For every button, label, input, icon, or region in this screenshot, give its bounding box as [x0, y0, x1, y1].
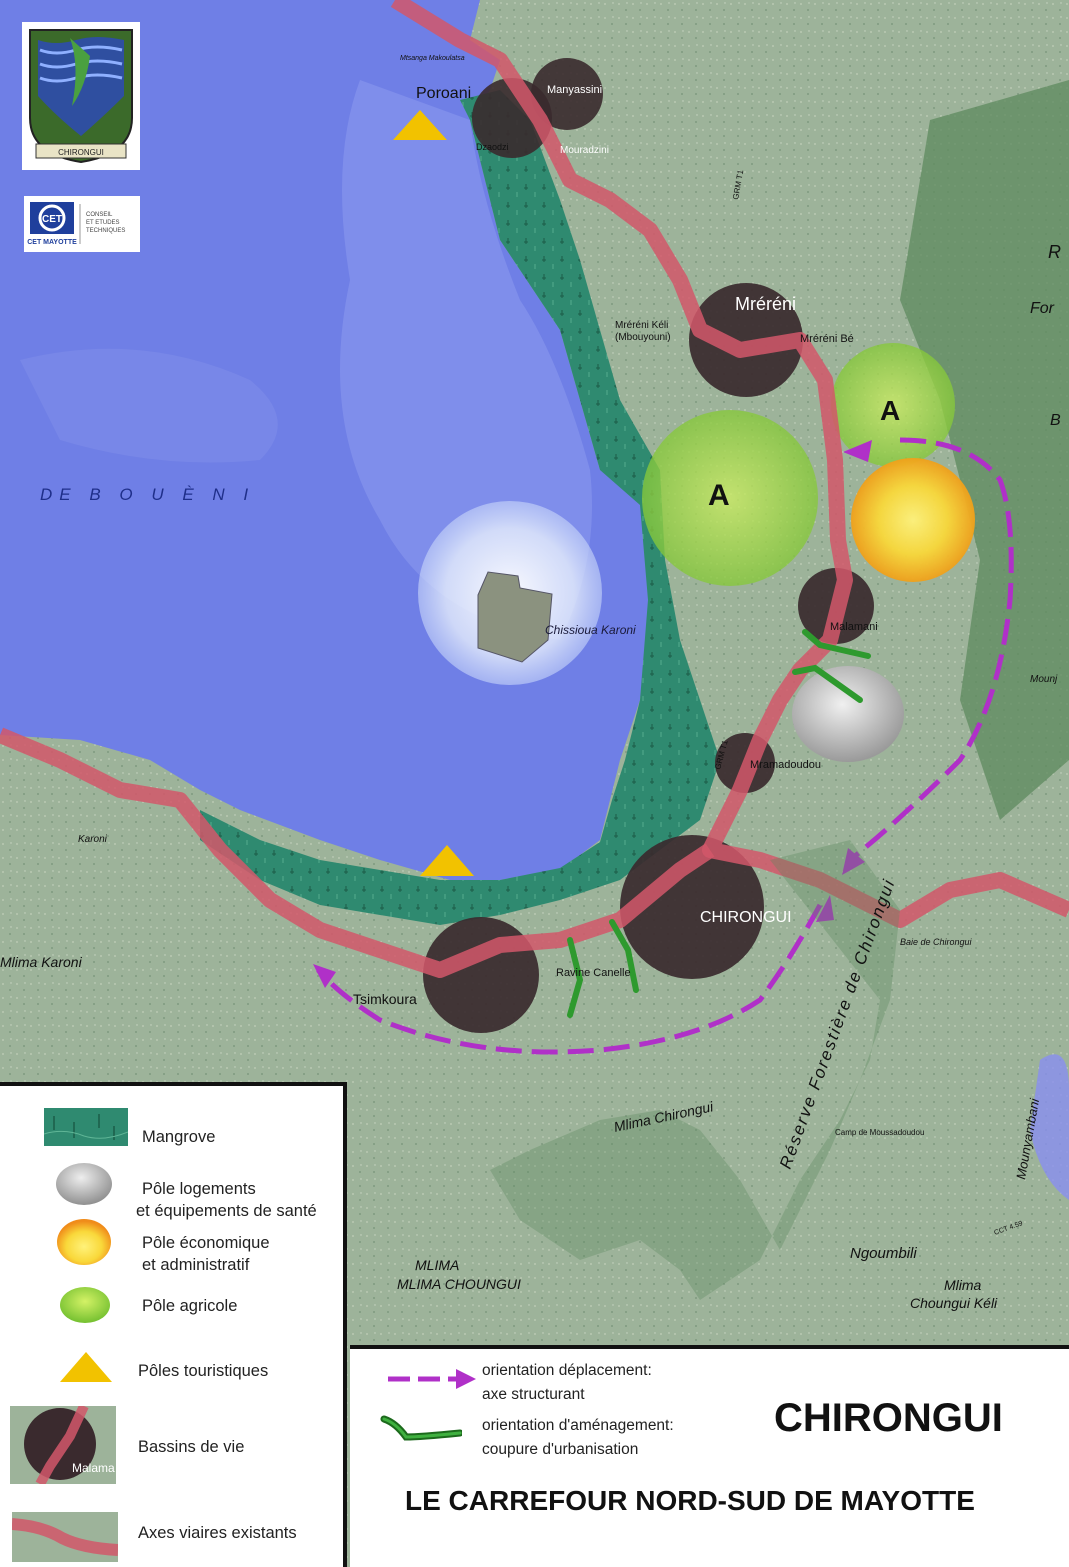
label-poroani: Poroani	[416, 85, 471, 102]
tourism-triangle-south	[420, 845, 474, 876]
legend-axes: Axes viaires existants	[138, 1524, 297, 1542]
label-camp: Camp de Moussadoudou	[835, 1128, 924, 1137]
bassin-de-vie-icon: Malama	[10, 1406, 116, 1484]
cet-name: CET MAYOTTE	[27, 239, 77, 246]
label-ravine-canelle: Ravine Canelle	[556, 967, 631, 979]
movement-arrow-icon	[388, 1369, 476, 1389]
cet-badge-text: CET	[42, 214, 62, 225]
islet-chissioua-karoni	[477, 571, 553, 663]
chirongui-coat-of-arms: CHIRONGUI	[22, 22, 140, 170]
arrowhead-north	[843, 440, 872, 462]
agricultural-pole-icon	[60, 1287, 110, 1323]
label-chissioua-karoni: Chissioua Karoni	[545, 623, 636, 637]
shield-icon: CHIRONGUI	[29, 29, 133, 164]
forest-zone-east	[900, 80, 1069, 820]
legend-deplacement-1: orientation déplacement:	[482, 1362, 652, 1379]
label-ngoumbili: Ngoumbili	[850, 1245, 917, 1262]
label-for: For	[1030, 300, 1055, 317]
legend-logements-1: Pôle logements	[142, 1180, 256, 1198]
emblem-motto: CHIRONGUI	[58, 148, 104, 157]
label-mlima-keli-1: Mlima	[944, 1277, 982, 1293]
label-agri-a-west: A	[708, 479, 730, 512]
label-mlima-keli-2: Choungui Kéli	[910, 1295, 998, 1311]
arrowhead-east	[816, 895, 834, 922]
legend-agricole: Pôle agricole	[142, 1297, 238, 1315]
mangrove-swatch-icon	[44, 1108, 128, 1146]
forest-reserve	[490, 840, 900, 1300]
legend-bassins: Bassins de vie	[138, 1438, 245, 1456]
label-mramadoudou: Mramadoudou	[750, 759, 821, 771]
cet-tagline-1: CONSEIL	[86, 212, 113, 218]
label-r: R	[1048, 242, 1061, 262]
lake-east	[1030, 1054, 1069, 1200]
green-cut-marks	[567, 629, 871, 1018]
cut-mark-icon	[380, 1415, 462, 1441]
cet-tagline-2: ET ETUDES	[86, 220, 120, 226]
sea-shallows	[340, 80, 592, 640]
economic-pole-icon	[57, 1219, 111, 1265]
arrow-structural-axis	[316, 437, 1014, 1055]
title-panel: orientation déplacement: axe structurant…	[350, 1345, 1069, 1567]
label-baie-chirongui: Baie de Chirongui	[900, 937, 973, 947]
bassin-sample-label: Malama	[72, 1461, 115, 1475]
legend-deplacement-2: axe structurant	[482, 1386, 585, 1403]
legend-touristiques: Pôles touristiques	[138, 1362, 269, 1380]
label-mlima-choungui-1: MLIMA	[415, 1257, 459, 1273]
pole-agricole-east	[831, 343, 955, 467]
tourism-triangle-north	[393, 110, 447, 140]
cet-logo-icon: CET CET MAYOTTE CONSEIL ET ETUDES TECHNI…	[27, 202, 125, 246]
village-chirongui	[620, 835, 764, 979]
legend-economique-2: et administratif	[142, 1256, 250, 1274]
label-mrereni: Mréréni	[735, 294, 796, 314]
label-chirongui-village: CHIRONGUI	[700, 909, 792, 926]
village-mrereni	[689, 283, 803, 397]
reef-flat	[20, 348, 278, 463]
label-mlima-choungui: MLIMA CHOUNGUI	[397, 1276, 521, 1292]
label-karoni: Karoni	[78, 834, 108, 845]
arrowhead-center	[842, 848, 865, 875]
label-dzaodzi: Dzaodzi	[476, 142, 509, 152]
legend-amenagement-1: orientation d'aménagement:	[482, 1417, 674, 1434]
map-legend: Mangrove Pôle logements et équipements d…	[0, 1082, 347, 1567]
pole-economique	[851, 458, 975, 582]
housing-pole-icon	[56, 1163, 112, 1205]
cut-malamani-1	[802, 629, 871, 659]
legend-logements-2: et équipements de santé	[136, 1202, 317, 1220]
label-mbouyouni: (Mbouyouni)	[615, 332, 671, 343]
arrow-south-loop	[316, 903, 823, 1055]
label-manyassini: Manyassini	[547, 84, 602, 96]
road-rn-north-south	[390, 0, 1069, 928]
cet-mayotte-logo: CET CET MAYOTTE CONSEIL ET ETUDES TECHNI…	[24, 196, 140, 252]
pole-logements	[792, 666, 904, 762]
label-malamani: Malamani	[830, 621, 878, 633]
label-sea: DE B O U È N I	[40, 485, 255, 504]
label-mouradzini: Mouradzini	[560, 145, 609, 156]
page-subtitle: LE CARREFOUR NORD-SUD DE MAYOTTE	[405, 1485, 975, 1516]
mangrove-belt	[200, 90, 720, 925]
label-mlima-karoni: Mlima Karoni	[0, 954, 83, 970]
legend-economique-1: Pôle économique	[142, 1234, 270, 1252]
arrowhead-west	[313, 964, 336, 988]
label-mrereni-be: Mréréni Bé	[800, 333, 854, 345]
village-manyassini	[531, 58, 603, 130]
cut-ravine-1	[567, 937, 584, 1018]
page-title: CHIRONGUI	[774, 1396, 1003, 1440]
legend-mangrove: Mangrove	[142, 1128, 216, 1146]
cet-tagline-3: TECHNIQUES	[86, 228, 125, 234]
label-mtsanga: Mtsanga Makoulatsa	[400, 55, 465, 62]
pole-agricole-west	[642, 410, 818, 586]
label-mounj: Mounj	[1030, 674, 1058, 685]
cut-ravine-2	[609, 919, 639, 993]
cut-malamani-2	[792, 664, 863, 703]
tourism-triangle-icon	[60, 1352, 112, 1382]
label-b: B	[1050, 412, 1061, 429]
label-mrereni-kele: Mréréni Kéli	[615, 320, 668, 331]
label-agri-a-east: A	[880, 395, 900, 426]
legend-amenagement-2: coupure d'urbanisation	[482, 1441, 639, 1458]
arrow-east-loop	[848, 437, 1014, 862]
label-tsimkoura: Tsimkoura	[353, 991, 417, 1007]
road-axis-icon	[12, 1512, 118, 1562]
